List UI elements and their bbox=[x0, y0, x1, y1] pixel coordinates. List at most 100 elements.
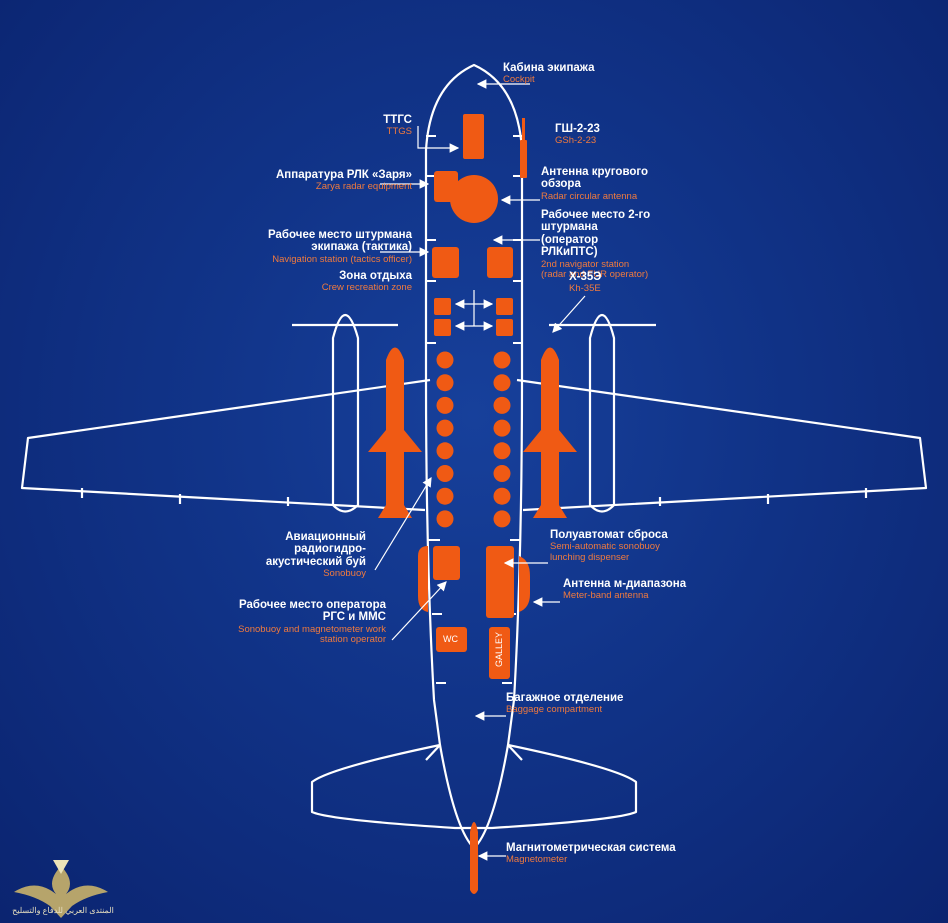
nav-station-seat bbox=[432, 247, 459, 278]
ttgs-en: TTGS bbox=[386, 126, 412, 138]
nav-station-en: Navigation station (tactics officer) bbox=[272, 253, 412, 265]
label-ttgs: ТТГС TTGS bbox=[330, 114, 412, 138]
missiles bbox=[368, 347, 577, 518]
sonobuoy-circle-icon bbox=[493, 442, 511, 460]
baggage-en: Baggage compartment bbox=[506, 704, 603, 716]
rest-seat-1 bbox=[434, 298, 451, 315]
crew-rest-en: Crew recreation zone bbox=[321, 282, 412, 294]
label-meter-antenna: Антенна м-диапазона Meter-band antenna bbox=[563, 578, 686, 602]
components bbox=[418, 114, 530, 894]
magnetometer-ru: Магнитометрическая система bbox=[506, 842, 676, 854]
kh35-ru: Х-35Э bbox=[569, 271, 602, 283]
sonobuoy-circle-icon bbox=[493, 465, 511, 482]
sonobuoy-circle-icon bbox=[436, 510, 454, 528]
nav-station-ru: Рабочее место штурмана экипажа (тактика) bbox=[268, 229, 412, 254]
left-nacelle bbox=[331, 314, 360, 513]
label-zarya: Аппаратура РЛК «Заря» Zarya radar equipm… bbox=[200, 169, 412, 193]
nav2-station-en: 2nd navigator station (radar and FUR ope… bbox=[541, 258, 649, 280]
galley-tag: GALLEY bbox=[494, 631, 504, 667]
cockpit-en: Cockpit bbox=[503, 74, 535, 86]
sonobuoy-circle-icon bbox=[493, 351, 511, 369]
label-nav-station: Рабочее место штурмана экипажа (тактика)… bbox=[240, 229, 412, 265]
sonobuoy-circle-icon bbox=[493, 374, 511, 392]
dispenser-ru: Полуавтомат сброса bbox=[550, 529, 668, 541]
cockpit-ru: Кабина экипажа bbox=[503, 62, 595, 74]
gsh-en: GSh-2-23 bbox=[555, 135, 597, 147]
label-dispenser: Полуавтомат сброса Semi-automatic sonobu… bbox=[550, 529, 690, 563]
leader-lines bbox=[374, 79, 586, 861]
operator-station-en: Sonobuoy and magnetometer work station o… bbox=[238, 623, 386, 646]
leader-operator bbox=[391, 581, 447, 641]
nav2-station-ru: Рабочее место 2-го штурмана (оператор РЛ… bbox=[541, 209, 651, 259]
zarya-ru: Аппаратура РЛК «Заря» bbox=[276, 169, 412, 181]
wc-block bbox=[436, 627, 467, 652]
galley-block bbox=[489, 627, 510, 679]
sonobuoy-circle-icon bbox=[493, 396, 511, 414]
crew-rest-ru: Зона отдыха bbox=[339, 270, 412, 282]
dispenser-en: Semi-automatic sonobuoy lunching dispens… bbox=[550, 541, 660, 563]
watermark-text: المنتدى العربي للدفاع والتسليح bbox=[12, 906, 114, 915]
meter-antenna-ru: Антенна м-диапазона bbox=[563, 578, 687, 590]
gun-body bbox=[520, 140, 527, 178]
radar-antenna-en: Radar circular antenna bbox=[541, 190, 638, 202]
ttgs-block bbox=[463, 114, 484, 159]
sonobuoy-rows bbox=[436, 351, 511, 528]
eagle-emblem-icon bbox=[14, 860, 108, 918]
label-gsh: ГШ-2-23 GSh-2-23 bbox=[555, 123, 600, 147]
sonobuoy-circle-icon bbox=[436, 351, 454, 369]
magnetometer-en: Magnetometer bbox=[506, 854, 568, 866]
label-crew-rest: Зона отдыха Crew recreation zone bbox=[270, 270, 412, 294]
leader-ttgs bbox=[417, 126, 460, 153]
label-nav2-station: Рабочее место 2-го штурмана (оператор РЛ… bbox=[541, 209, 657, 280]
dispenser-left-panel bbox=[418, 546, 428, 612]
gun-barrel bbox=[522, 118, 525, 140]
leader-sonobuoy bbox=[374, 476, 432, 571]
rest-seat-3 bbox=[496, 298, 513, 315]
ttgs-ru: ТТГС bbox=[383, 114, 412, 126]
label-radar-antenna: Антенна кругового обзора Radar circular … bbox=[541, 166, 661, 202]
left-missile bbox=[368, 347, 422, 518]
sonobuoy-circle-icon bbox=[436, 374, 454, 392]
gsh-ru: ГШ-2-23 bbox=[555, 123, 600, 135]
sonobuoy-circle-icon bbox=[436, 487, 454, 505]
nav2-station-seat bbox=[487, 247, 513, 278]
sonobuoy-circle-icon bbox=[436, 442, 454, 460]
label-baggage: Багажное отделение Baggage compartment bbox=[506, 692, 623, 716]
kh35-en: Kh-35E bbox=[569, 283, 601, 295]
rest-seat-4 bbox=[496, 319, 513, 336]
label-magnetometer: Магнитометрическая система Magnetometer bbox=[506, 842, 676, 866]
label-kh35: Х-35Э Kh-35E bbox=[569, 271, 601, 295]
label-cockpit: Кабина экипажа Cockpit bbox=[503, 62, 594, 86]
right-missile bbox=[523, 347, 577, 518]
leader-kh35 bbox=[552, 295, 586, 333]
operator-station-ru: Рабочее место оператора РГС и ММС bbox=[239, 599, 386, 624]
right-wing-outline bbox=[516, 378, 928, 512]
radar-antenna-ru: Антенна кругового обзора bbox=[541, 166, 649, 191]
sonobuoy-circle-icon bbox=[493, 487, 511, 505]
meter-antenna-en: Meter-band antenna bbox=[563, 590, 649, 602]
sonobuoy-en: Sonobuoy bbox=[323, 568, 366, 580]
dispenser-block bbox=[486, 546, 514, 618]
sonobuoy-circle-icon bbox=[493, 510, 511, 528]
fuselage-frames bbox=[426, 135, 522, 684]
sonobuoy-circle-icon bbox=[436, 419, 454, 437]
zarya-en: Zarya radar equipment bbox=[315, 181, 412, 193]
sonobuoy-circle-icon bbox=[436, 396, 454, 414]
magnetometer-boom bbox=[470, 822, 478, 894]
left-wing-outline bbox=[20, 378, 431, 512]
operator-seat bbox=[433, 546, 460, 580]
baggage-ru: Багажное отделение bbox=[506, 692, 624, 704]
sonobuoy-ru: Авиационный радиогидро-акустический буй bbox=[265, 531, 366, 568]
wc-tag: WC bbox=[443, 634, 458, 644]
radar-antenna-disk bbox=[450, 175, 498, 223]
meter-antenna-panel bbox=[519, 556, 530, 612]
label-sonobuoy: Авиационный радиогидро-акустический буй … bbox=[260, 531, 366, 579]
sonobuoy-circle-icon bbox=[436, 465, 454, 482]
tail-plane bbox=[310, 743, 638, 830]
label-operator-station: Рабочее место оператора РГС и ММС Sonobu… bbox=[226, 599, 386, 645]
sonobuoy-circle-icon bbox=[493, 419, 511, 437]
rest-seat-2 bbox=[434, 319, 451, 336]
right-nacelle bbox=[588, 314, 616, 513]
